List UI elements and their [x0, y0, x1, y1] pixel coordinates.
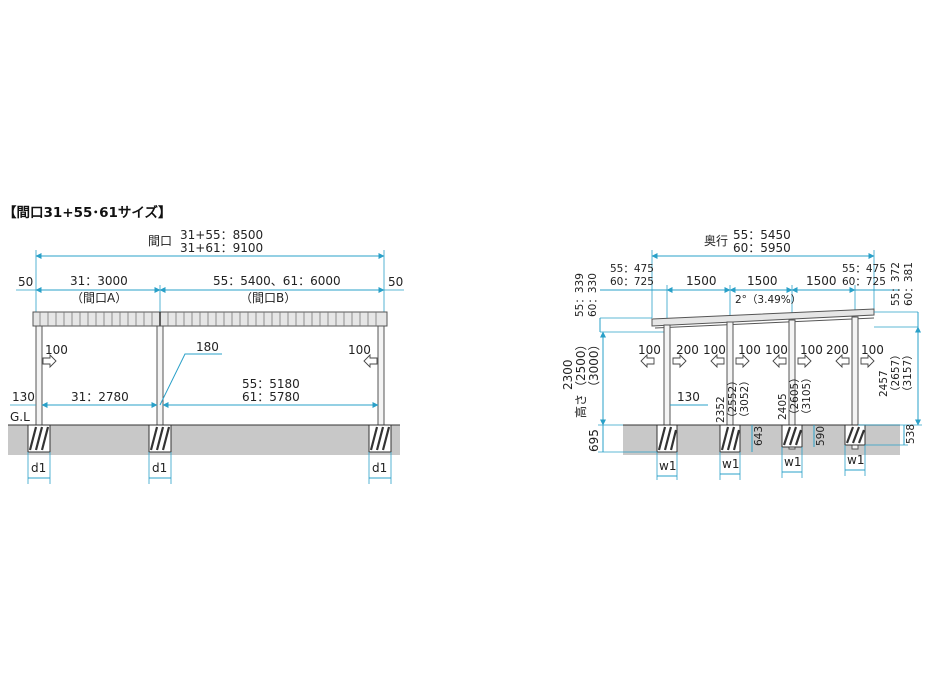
maguchi-61: 31+61：9100 — [180, 241, 263, 255]
post-size-leader — [159, 353, 222, 406]
front-roof-ribs — [39, 312, 377, 326]
post-offset-5-arrow-icon — [772, 353, 787, 369]
roof-left-61: 60：330 — [587, 273, 599, 317]
w1-label-3: w1 — [784, 455, 801, 469]
post-offset-6: 100 — [800, 343, 823, 357]
bay-a-label: （間口A） — [71, 291, 127, 305]
rear-over-61: 60：725 — [842, 276, 886, 288]
post-offset-2-arrow-icon — [672, 353, 687, 369]
span-1: 1500 — [686, 274, 717, 288]
front-foundation-right — [368, 424, 392, 453]
roof-left-55: 55：339 — [574, 273, 586, 317]
post-offset-1-arrow-icon — [640, 353, 655, 369]
okuyuki-61: 60：5950 — [733, 241, 791, 255]
w1-label-1: w1 — [659, 459, 676, 473]
post4-height-1: 2457 — [878, 370, 890, 397]
roof-right-55: 55：372 — [890, 262, 902, 306]
edge-left: 50 — [18, 275, 33, 289]
rear-over-55: 55：475 — [842, 263, 886, 275]
gl-label: G.L — [10, 410, 30, 424]
embed-643: 643 — [753, 426, 765, 446]
side-post-4 — [851, 316, 859, 450]
span-2: 1500 — [747, 274, 778, 288]
span-3: 1500 — [806, 274, 837, 288]
d1-label-mid: d1 — [152, 461, 167, 475]
front-foundation-left — [27, 424, 51, 453]
side-post-3 — [788, 319, 796, 450]
front-side-130: 130 — [12, 390, 35, 404]
post3-height-2: （2605） — [789, 372, 801, 420]
offset-left-arrow-icon — [42, 353, 57, 369]
bay-a-width: 31：3000 — [70, 274, 128, 288]
d1-label-left: d1 — [31, 461, 46, 475]
inner-b-55: 55：5180 — [242, 377, 300, 391]
post-offset-6-arrow-icon — [797, 353, 812, 369]
offset-right: 100 — [348, 343, 371, 357]
post-offset-4: 100 — [738, 343, 761, 357]
post2-height-2: （2552） — [727, 375, 739, 423]
embed-left: 695 — [587, 429, 601, 452]
side-foundation-1 — [656, 424, 678, 453]
post3-height-3: （3105） — [801, 372, 813, 420]
side-view: 奥行 55：5450 60：5950 55：475 60：725 55：475 … — [561, 228, 922, 480]
post-size-label: 180 — [196, 340, 219, 354]
post4-height-3: （3157） — [902, 349, 914, 397]
front-title: 【間口31+55･61サイズ】 — [3, 204, 172, 221]
height-value-3: （3000） — [587, 338, 601, 393]
post-offset-4-arrow-icon — [735, 353, 750, 369]
w1-label-4: w1 — [847, 453, 864, 467]
side-roof — [651, 308, 875, 327]
front-over-61: 60：725 — [610, 276, 654, 288]
post-offset-3: 100 — [703, 343, 726, 357]
bay-b-label: （間口B） — [240, 291, 296, 305]
post4-height-2: （2657） — [890, 349, 902, 397]
w1-label-2: w1 — [722, 457, 739, 471]
post-offset-7: 200 — [826, 343, 849, 357]
offset-right-arrow-icon — [363, 353, 378, 369]
post2-height-3: （3052） — [739, 375, 751, 423]
post-offset-2: 200 — [676, 343, 699, 357]
post3-height-1: 2405 — [777, 393, 789, 420]
bay-b-width: 55：5400、61：6000 — [213, 274, 341, 288]
post-offset-3-arrow-icon — [710, 353, 725, 369]
embed-538: 538 — [905, 424, 917, 444]
d1-label-right: d1 — [372, 461, 387, 475]
side-130: 130 — [677, 390, 700, 404]
side-foundation-4 — [844, 424, 866, 446]
post-offset-7-arrow-icon — [835, 353, 850, 369]
embed-590: 590 — [815, 426, 827, 446]
slope-label: 2°（3.49%） — [735, 294, 801, 306]
front-over-55: 55：475 — [610, 263, 654, 275]
front-roof — [32, 311, 388, 327]
side-foundation-2 — [719, 424, 741, 453]
height-value-2: （2500） — [574, 338, 588, 393]
front-foundation-mid — [148, 424, 172, 453]
okuyuki-55: 55：5450 — [733, 228, 791, 242]
height-value-1: 2300 — [561, 359, 575, 390]
maguchi-55: 31+55：8500 — [180, 228, 263, 242]
front-ground — [8, 425, 400, 455]
post-offset-8: 100 — [861, 343, 884, 357]
post-offset-5: 100 — [765, 343, 788, 357]
post2-height-1: 2352 — [715, 396, 727, 423]
edge-right: 50 — [388, 275, 403, 289]
height-label: 高さ — [573, 394, 588, 418]
maguchi-label: 間口 — [148, 234, 172, 248]
inner-b-61: 61：5780 — [242, 390, 300, 404]
side-foundation-3 — [781, 424, 803, 448]
front-view: 【間口31+55･61サイズ】 間口 31+55：8500 31+61：9100… — [3, 204, 404, 484]
post-offset-8-arrow-icon — [860, 353, 875, 369]
offset-left: 100 — [45, 343, 68, 357]
post-offset-1: 100 — [638, 343, 661, 357]
inner-a: 31：2780 — [71, 390, 129, 404]
okuyuki-label: 奥行 — [704, 234, 728, 248]
side-beam — [654, 317, 875, 329]
roof-right-61: 60：381 — [903, 262, 915, 306]
